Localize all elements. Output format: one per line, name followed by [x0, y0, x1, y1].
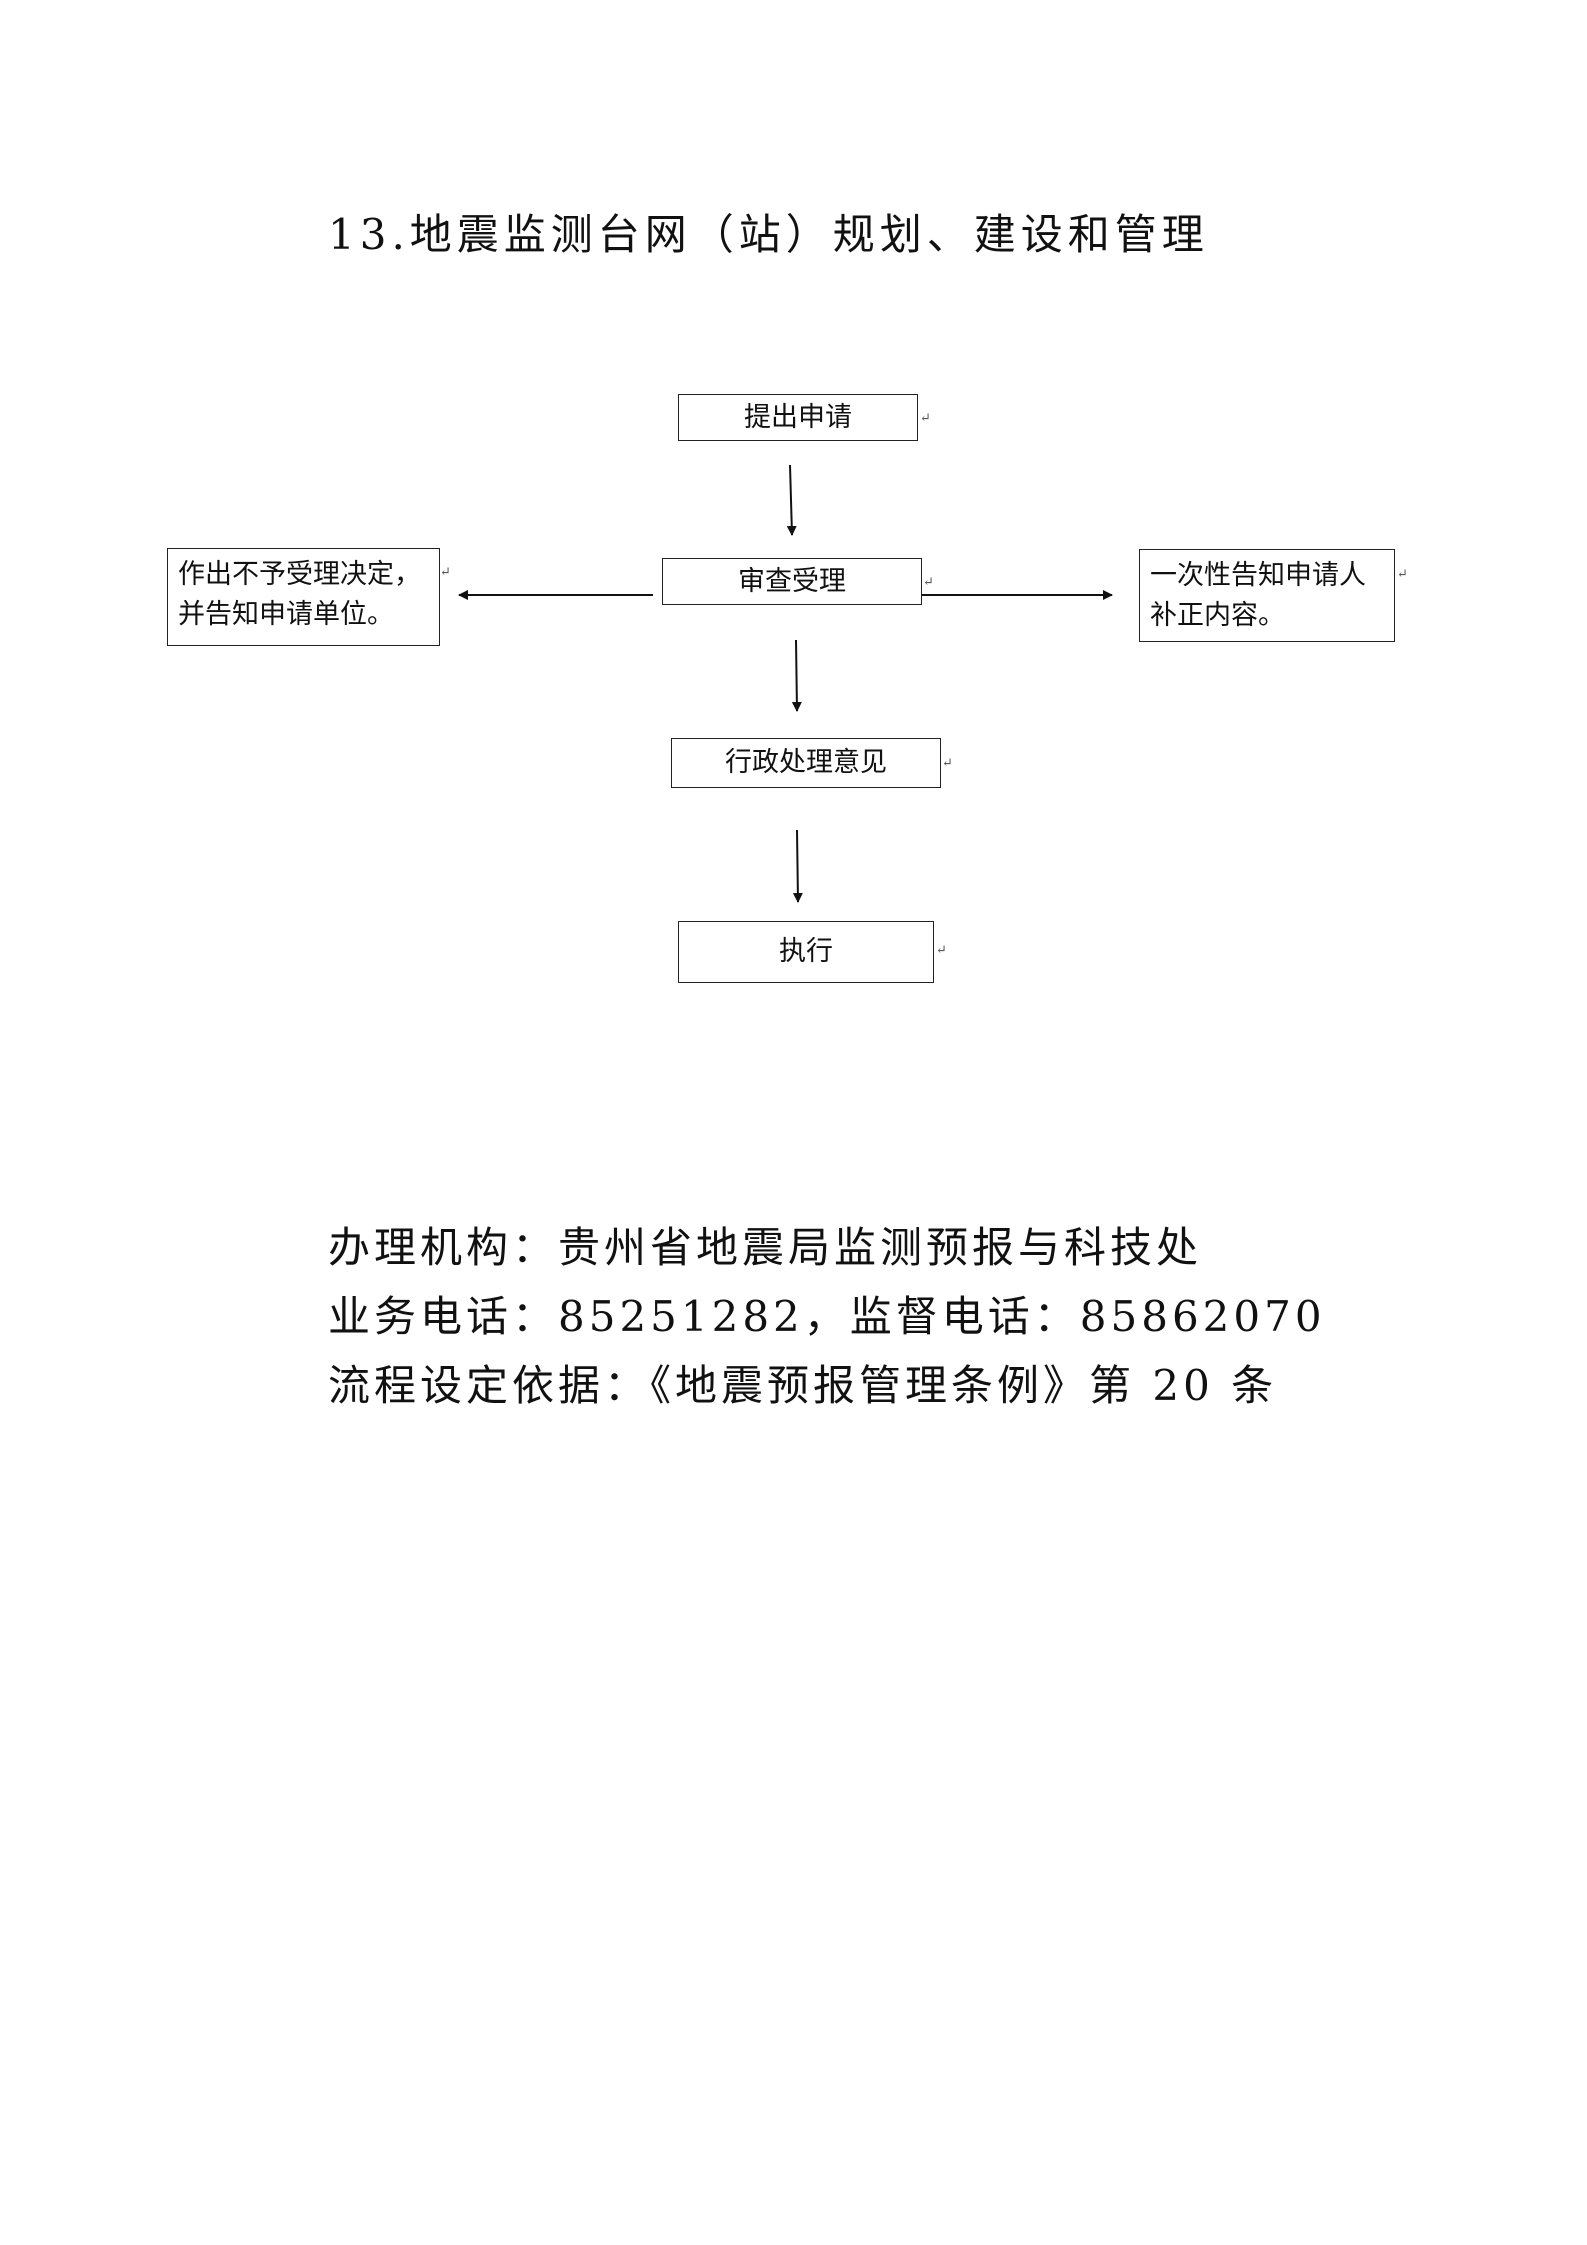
- flow-step-apply-label: 提出申请: [744, 401, 852, 433]
- paragraph-mark-icon: ↵: [440, 565, 451, 580]
- flow-step-supplement: 一次性告知申请人 补正内容。: [1139, 549, 1395, 642]
- info-agency: 办理机构：贵州省地震局监测预报与科技处: [328, 1223, 1203, 1272]
- paragraph-mark-icon: ↵: [920, 411, 931, 426]
- flow-step-review-label: 审查受理: [738, 565, 846, 597]
- flow-step-opinion: 行政处理意见: [671, 738, 941, 788]
- info-basis: 流程设定依据：《地震预报管理条例》第 20 条: [328, 1361, 1278, 1410]
- paragraph-mark-icon: ↵: [923, 575, 934, 590]
- paragraph-mark-icon: ↵: [936, 943, 947, 958]
- paragraph-mark-icon: ↵: [1397, 567, 1408, 582]
- arrow-apply-to-review: [786, 464, 797, 536]
- arrow-opinion-to-execute: [792, 829, 803, 903]
- flow-step-execute-label: 执行: [779, 936, 833, 967]
- flow-step-opinion-label: 行政处理意见: [725, 747, 887, 778]
- flow-step-reject: 作出不予受理决定， 并告知申请单位。: [167, 548, 440, 646]
- flow-step-execute: 执行: [678, 921, 934, 983]
- flowchart-arrows: [458, 464, 1113, 903]
- flow-step-supplement-line2: 补正内容。: [1150, 600, 1285, 631]
- arrow-review-to-opinion: [791, 639, 802, 712]
- flow-step-supplement-line1: 一次性告知申请人: [1150, 560, 1366, 591]
- flow-step-review: 审查受理: [662, 558, 922, 605]
- flow-step-reject-line2: 并告知申请单位。: [178, 599, 394, 630]
- page-title: 13.地震监测台网（站）规划、建设和管理: [328, 210, 1209, 259]
- paragraph-mark-icon: ↵: [942, 756, 953, 771]
- flowchart: 提出申请 ↵ 审查受理 ↵ 作出不予受理决定， 并告知申请单位。 ↵ 一次性告知…: [0, 0, 1587, 1100]
- flow-step-reject-line1: 作出不予受理决定，: [178, 559, 421, 590]
- info-phones: 业务电话：85251282，监督电话：85862070: [328, 1292, 1326, 1341]
- flow-step-apply: 提出申请: [678, 394, 918, 441]
